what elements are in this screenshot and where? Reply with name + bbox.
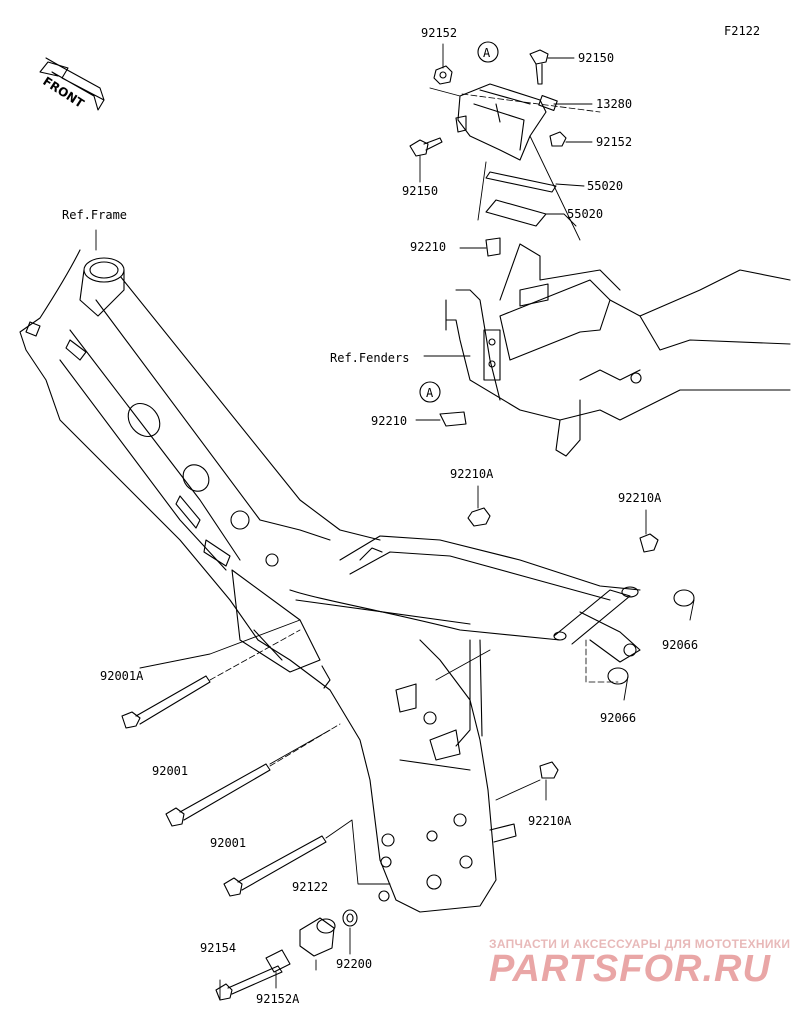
part-55020-a[interactable]: 55020 (587, 179, 624, 193)
fender-drawing (445, 243, 791, 457)
part-92152-top[interactable]: 92152 (421, 26, 458, 40)
fastener-drawings (121, 49, 695, 1001)
part-92210a-bottom[interactable]: 92210A (528, 814, 572, 828)
front-arrow-icon (39, 57, 105, 111)
part-92150-top[interactable]: 92150 (578, 51, 615, 65)
part-13280[interactable]: 13280 (596, 97, 633, 111)
callout-a-top-icon (477, 41, 499, 63)
part-92066-a[interactable]: 92066 (662, 638, 699, 652)
leader-lines (95, 43, 695, 1001)
label-55020-drawing (485, 171, 557, 227)
frame-drawing (19, 249, 641, 913)
part-92001-a[interactable]: 92001 (152, 764, 189, 778)
diagram-code: F2122 (724, 24, 761, 38)
ref-frame-label: Ref.Frame (62, 208, 128, 222)
callout-a-bottom: A (426, 386, 434, 400)
callout-a-top: A (483, 46, 491, 60)
part-92210-bottom[interactable]: 92210 (371, 414, 408, 428)
part-92152-right[interactable]: 92152 (596, 135, 633, 149)
part-92152a[interactable]: 92152A (256, 992, 300, 1006)
part-92210a-right[interactable]: 92210A (618, 491, 662, 505)
center-lines (209, 93, 619, 767)
watermark-tagline: ЗАПЧАСТИ И АКСЕССУАРЫ ДЛЯ МОТОТЕХНИКИ (489, 937, 791, 951)
part-92001a[interactable]: 92001A (100, 669, 144, 683)
part-92210-top[interactable]: 92210 (410, 240, 447, 254)
watermark-brand: PARTSFOR.RU (489, 948, 771, 990)
callout-a-bottom-icon (419, 381, 441, 403)
part-92200[interactable]: 92200 (336, 957, 373, 971)
part-92154[interactable]: 92154 (200, 941, 237, 955)
part-92066-b[interactable]: 92066 (600, 711, 637, 725)
part-55020-b[interactable]: 55020 (567, 207, 604, 221)
part-92150-left[interactable]: 92150 (402, 184, 439, 198)
part-92210a-top[interactable]: 92210A (450, 467, 494, 481)
part-92001-b[interactable]: 92001 (210, 836, 247, 850)
part-92122[interactable]: 92122 (292, 880, 329, 894)
ref-fenders-label: Ref.Fenders (330, 351, 410, 365)
